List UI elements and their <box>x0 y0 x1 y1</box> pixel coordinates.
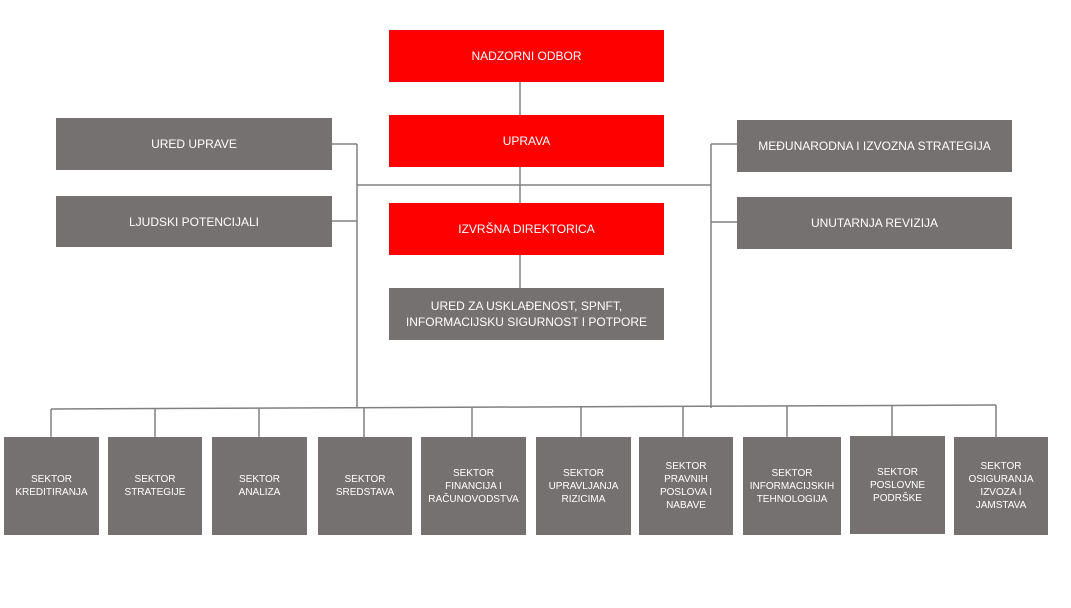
sector-label: SEKTOR FINANCIJA I RAČUNOVODSTVA <box>428 467 519 505</box>
sector-box: SEKTOR SREDSTAVA <box>318 437 412 535</box>
sector-box: SEKTOR POSLOVNE PODRŠKE <box>850 436 945 534</box>
supervisory-board-box: NADZORNI ODBOR <box>389 30 664 82</box>
management-board-box: UPRAVA <box>389 115 664 167</box>
sector-label: SEKTOR PRAVNIH POSLOVA I NABAVE <box>659 461 713 511</box>
sector-label: SEKTOR STRATEGIJE <box>124 474 186 498</box>
sector-box: SEKTOR FINANCIJA I RAČUNOVODSTVA <box>421 437 526 535</box>
left-unit-label: URED UPRAVE <box>151 137 237 151</box>
left-unit-box: LJUDSKI POTENCIJALI <box>56 196 332 247</box>
supervisory-board-label: NADZORNI ODBOR <box>471 49 582 63</box>
right-unit-box: MEĐUNARODNA I IZVOZNA STRATEGIJA <box>737 120 1012 172</box>
sector-box: SEKTOR PRAVNIH POSLOVA I NABAVE <box>639 437 733 535</box>
sector-label: SEKTOR INFORMACIJSKIH TEHNOLOGIJA <box>749 467 835 505</box>
executive-director-box: IZVRŠNA DIREKTORICA <box>389 203 664 255</box>
right-unit-label: UNUTARNJA REVIZIJA <box>810 216 939 230</box>
right-unit-label: MEĐUNARODNA I IZVOZNA STRATEGIJA <box>758 139 991 153</box>
left-unit-label: LJUDSKI POTENCIJALI <box>128 214 260 229</box>
sector-label: SEKTOR UPRAVLJANJA RIZICIMA <box>548 467 619 505</box>
sector-box: SEKTOR OSIGURANJA IZVOZA I JAMSTAVA <box>954 437 1048 535</box>
executive-director-label: IZVRŠNA DIREKTORICA <box>458 222 595 236</box>
left-unit-box: URED UPRAVE <box>56 118 332 170</box>
compliance-office-label: URED ZA USKLAĐENOST, SPNFT, INFORMACIJSK… <box>405 299 648 329</box>
management-board-label: UPRAVA <box>502 134 551 148</box>
sector-label: SEKTOR POSLOVNE PODRŠKE <box>869 466 926 504</box>
sector-box: SEKTOR ANALIZA <box>212 437 307 535</box>
sector-box: SEKTOR STRATEGIJE <box>108 437 202 535</box>
compliance-office-box: URED ZA USKLAĐENOST, SPNFT, INFORMACIJSK… <box>389 288 664 340</box>
sector-box: SEKTOR INFORMACIJSKIH TEHNOLOGIJA <box>743 437 841 535</box>
sector-box: SEKTOR KREDITIRANJA <box>4 437 99 535</box>
sector-label: SEKTOR SREDSTAVA <box>335 474 395 498</box>
sector-label: SEKTOR ANALIZA <box>238 474 281 498</box>
sector-label: SEKTOR KREDITIRANJA <box>15 474 88 498</box>
sector-box: SEKTOR UPRAVLJANJA RIZICIMA <box>536 437 631 535</box>
right-unit-box: UNUTARNJA REVIZIJA <box>737 197 1012 249</box>
sector-label: SEKTOR OSIGURANJA IZVOZA I JAMSTAVA <box>968 461 1034 511</box>
